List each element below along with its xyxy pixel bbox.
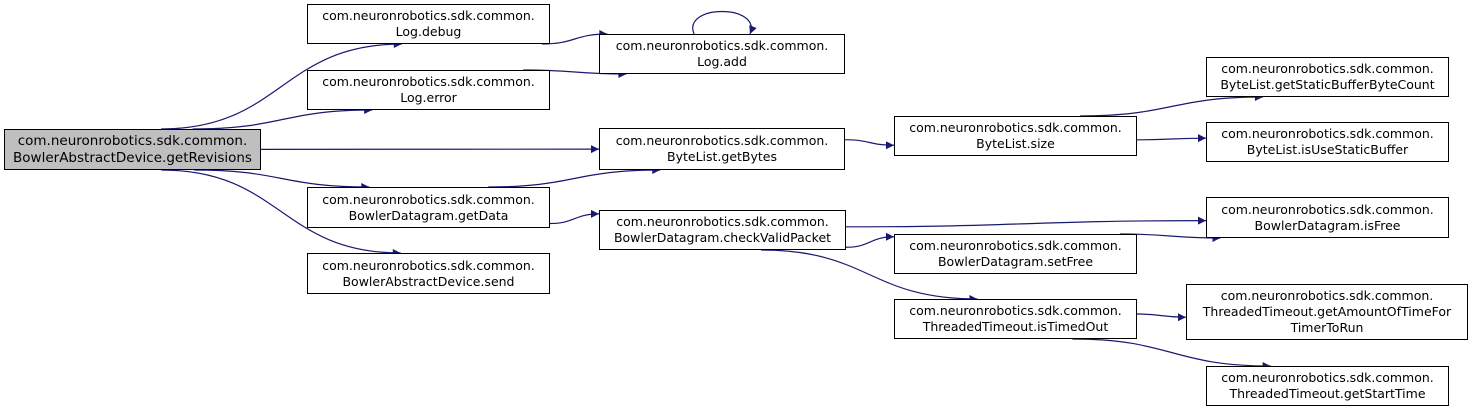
call-edge-get_data-to-check_valid_packet (549, 209, 600, 225)
node-label: com.neuronrobotics.sdk.common. (322, 191, 535, 207)
call-edge-get_bytes-to-size (844, 139, 895, 150)
node-label: com.neuronrobotics.sdk.common. (322, 257, 535, 273)
node-label: com.neuronrobotics.sdk.common. (616, 214, 829, 229)
node-bytelist-size[interactable]: com.neuronrobotics.sdk.common. ByteList.… (894, 116, 1137, 156)
node-threadedtimeout-getstarttime[interactable]: com.neuronrobotics.sdk.common. ThreadedT… (1206, 366, 1449, 406)
node-label: BowlerAbstractDevice.getRevisions (13, 149, 252, 166)
call-edge-check_valid_packet-to-is_free (845, 216, 1207, 228)
node-label: com.neuronrobotics.sdk.common. (322, 74, 535, 89)
node-label: com.neuronrobotics.sdk.common. (1221, 61, 1434, 76)
node-label: com.neuronrobotics.sdk.common. (909, 120, 1122, 135)
node-label: Log.debug (395, 24, 462, 39)
node-bowlerdatagram-setfree[interactable]: com.neuronrobotics.sdk.common. BowlerDat… (894, 234, 1137, 274)
node-label: ThreadedTimeout.getAmountOfTimeFor (1202, 304, 1452, 319)
node-log-error[interactable]: com.neuronrobotics.sdk.common. Log.error (307, 70, 550, 110)
call-edge-get_data-to-get_bytes (488, 166, 661, 188)
node-threadedtimeout-getamountoftimefortimertorun[interactable]: com.neuronrobotics.sdk.common. ThreadedT… (1186, 284, 1468, 340)
node-log-add[interactable]: com.neuronrobotics.sdk.common. Log.add (599, 34, 845, 74)
call-edge-root-to-send (161, 169, 401, 257)
node-label: BowlerDatagram.isFree (1254, 217, 1401, 233)
call-edge-check_valid_packet-to-is_timed_out (761, 249, 978, 303)
node-label: com.neuronrobotics.sdk.common. (1221, 126, 1434, 141)
call-edge-is_timed_out-to-get_amount_of_time_for_timer_to_run (1136, 313, 1187, 322)
node-getrevisions[interactable]: com.neuronrobotics.sdk.common. BowlerAbs… (4, 129, 261, 170)
node-label: com.neuronrobotics.sdk.common. (17, 132, 248, 149)
node-bytelist-getbytes[interactable]: com.neuronrobotics.sdk.common. ByteList.… (599, 128, 845, 170)
call-edge-is_timed_out-to-get_start_time (1072, 338, 1271, 370)
node-label: com.neuronrobotics.sdk.common. (1221, 201, 1434, 217)
node-label: ThreadedTimeout.getStartTime (1229, 386, 1426, 401)
node-label: com.neuronrobotics.sdk.common. (615, 133, 829, 148)
node-label: ByteList.isUseStaticBuffer (1246, 142, 1409, 157)
node-label: BowlerDatagram.setFree (937, 254, 1094, 269)
call-edge-root-to-log_error (192, 106, 373, 130)
node-bytelist-getstaticbufferbytecount[interactable]: com.neuronrobotics.sdk.common. ByteList.… (1206, 57, 1449, 97)
node-label: TimerToRun (1290, 320, 1364, 335)
call-edge-root-to-get_data (194, 169, 370, 191)
node-label: com.neuronrobotics.sdk.common. (909, 303, 1122, 318)
node-label: com.neuronrobotics.sdk.common. (1221, 370, 1434, 385)
node-label: com.neuronrobotics.sdk.common. (322, 8, 535, 23)
node-log-debug[interactable]: com.neuronrobotics.sdk.common. Log.debug (307, 4, 550, 44)
node-label: BowlerAbstractDevice.send (342, 273, 515, 289)
node-label: Log.error (400, 90, 457, 105)
node-bowlerabstractdevice-send[interactable]: com.neuronrobotics.sdk.common. BowlerAbs… (307, 253, 550, 294)
call-edge-check_valid_packet-to-set_free (845, 232, 895, 248)
call-edge-size-to-is_use_static_buffer (1136, 134, 1207, 143)
node-label: com.neuronrobotics.sdk.common. (909, 238, 1122, 253)
node-label: BowlerDatagram.getData (348, 207, 509, 223)
call-edge-log_debug-to-log_add (542, 30, 608, 45)
node-label: com.neuronrobotics.sdk.common. (615, 38, 829, 53)
call-edge-log_add-to-log_add (692, 11, 757, 35)
node-threadedtimeout-istimedout[interactable]: com.neuronrobotics.sdk.common. ThreadedT… (894, 299, 1137, 339)
node-label: ByteList.getBytes (667, 149, 777, 164)
node-bowlerdatagram-isfree[interactable]: com.neuronrobotics.sdk.common. BowlerDat… (1206, 197, 1449, 238)
call-edge-root-to-log_debug (161, 40, 402, 130)
node-bowlerdatagram-checkvalidpacket[interactable]: com.neuronrobotics.sdk.common. BowlerDat… (599, 210, 846, 250)
node-label: com.neuronrobotics.sdk.common. (1220, 288, 1434, 303)
node-bytelist-isusestaticbuffer[interactable]: com.neuronrobotics.sdk.common. ByteList.… (1206, 122, 1449, 162)
node-label: ByteList.size (976, 136, 1055, 151)
node-label: ThreadedTimeout.isTimedOut (922, 319, 1109, 334)
node-label: BowlerDatagram.checkValidPacket (613, 230, 832, 245)
call-edge-size-to-get_static_buffer_byte_count (1080, 93, 1263, 117)
node-bowlerdatagram-getdata[interactable]: com.neuronrobotics.sdk.common. BowlerDat… (307, 187, 550, 228)
node-label: ByteList.getStaticBufferByteCount (1220, 77, 1435, 92)
node-label: Log.add (697, 54, 747, 69)
